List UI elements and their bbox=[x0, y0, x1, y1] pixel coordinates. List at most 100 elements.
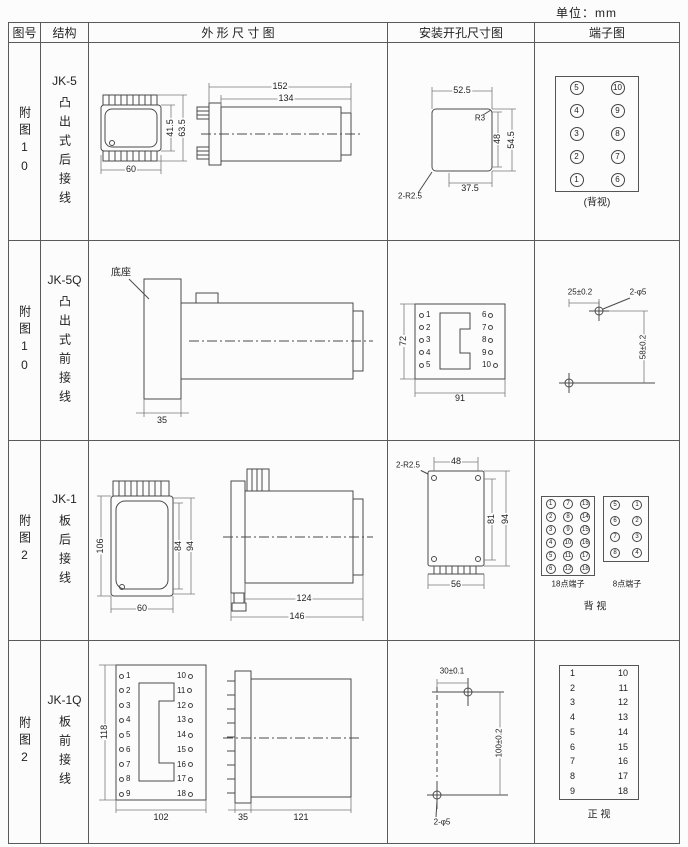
terminal-number: 5 bbox=[426, 360, 431, 369]
header-fig: 图号 bbox=[9, 23, 41, 43]
view-caption: 背 视 bbox=[582, 601, 608, 613]
terminal-dot-icon bbox=[419, 362, 424, 368]
terminal-number: 4 bbox=[426, 347, 431, 357]
terminal-number: 1 bbox=[426, 310, 431, 319]
dim-label: 152 bbox=[271, 81, 289, 92]
dim-label: 54.5 bbox=[506, 130, 517, 150]
mounting-drawing-jk5q bbox=[400, 303, 506, 397]
fig-number-jk5q: 附图10 bbox=[9, 241, 41, 441]
dim-label: 72 bbox=[398, 334, 409, 348]
terminal-dot-icon bbox=[119, 747, 124, 753]
terminal-number: 6 bbox=[610, 516, 620, 526]
terminal-item: 6 bbox=[119, 745, 130, 754]
terminal-number: 3 bbox=[126, 700, 131, 710]
structure-text: 凸出式前接线 bbox=[57, 294, 72, 409]
dim-label: 118 bbox=[99, 723, 110, 741]
dim-label: 41.5 bbox=[165, 118, 176, 138]
dim-label: 102 bbox=[152, 812, 170, 823]
terminal-number: 7 bbox=[610, 149, 625, 164]
terminal-pair-row: 9 18 bbox=[560, 787, 638, 796]
model-label: JK-1 bbox=[52, 491, 77, 506]
terminal-dot-icon bbox=[488, 312, 494, 318]
mounting-cell-jk5: 52.5 R3 48 54.5 37.5 2-R2.5 bbox=[388, 43, 535, 241]
terminal-number: 5 bbox=[545, 550, 556, 561]
terminal-item: 10 bbox=[177, 672, 193, 680]
terminal-dot-icon bbox=[119, 732, 124, 738]
terminal-item: 3 bbox=[119, 700, 131, 710]
terminal-number: 15 bbox=[177, 744, 186, 754]
terminal-cell-jk5q: 25±0.2 2-φ5 58±0.2 bbox=[535, 241, 679, 441]
dim-label: 63.5 bbox=[177, 118, 188, 138]
terminal-number: 10 bbox=[617, 667, 628, 678]
structure-text: 板后接线 bbox=[57, 513, 72, 590]
terminal-item: 3 bbox=[419, 336, 430, 344]
terminal-number: 13 bbox=[177, 715, 186, 725]
model-label: JK-5 bbox=[52, 73, 77, 88]
terminal-item: 17 bbox=[177, 775, 193, 783]
dim-label: 146 bbox=[288, 611, 306, 622]
terminal-number: 1 bbox=[569, 172, 584, 187]
dim-label: 2-R2.5 bbox=[396, 191, 424, 202]
terminal-number: 2 bbox=[126, 685, 131, 695]
fig-number-text: 附图10 bbox=[17, 304, 32, 377]
terminal-number: 18 bbox=[617, 786, 628, 796]
terminal-number: 8 bbox=[610, 126, 625, 141]
terminal-number: 17 bbox=[580, 550, 591, 561]
terminal-number: 15 bbox=[617, 741, 628, 752]
terminal-pair-row: 3 12 bbox=[560, 698, 638, 707]
terminal-dot-icon bbox=[119, 776, 124, 782]
terminal-number: 17 bbox=[177, 774, 186, 784]
terminal-number: 12 bbox=[562, 563, 573, 574]
terminal-number: 4 bbox=[126, 715, 131, 725]
dim-label: 134 bbox=[277, 93, 295, 104]
terminal-number: 1 bbox=[126, 671, 131, 680]
terminal-dot-icon bbox=[187, 673, 193, 679]
terminal-number: 3 bbox=[570, 697, 576, 708]
terminal-item: 5 bbox=[119, 731, 130, 739]
terminal-item: 7 bbox=[119, 760, 130, 769]
dim-label: 84 bbox=[173, 539, 184, 553]
outline-cell-jk5: 152 134 41.5 63.5 60 bbox=[89, 43, 388, 241]
terminal-number: 9 bbox=[570, 786, 576, 796]
terminal-item: 10 bbox=[482, 361, 498, 369]
terminal-dot-icon bbox=[187, 762, 193, 767]
terminal-number: 6 bbox=[570, 741, 576, 752]
view-caption: 正 视 bbox=[586, 809, 612, 821]
structure-jk5q: JK-5Q 凸出式前接线 bbox=[41, 241, 89, 441]
header-structure: 结构 bbox=[41, 23, 89, 43]
dim-label: 56 bbox=[449, 579, 463, 590]
terminal-number: 3 bbox=[569, 126, 584, 141]
terminal-dot-icon bbox=[419, 350, 424, 355]
outline-drawing-jk1 bbox=[97, 468, 373, 621]
terminal-number: 13 bbox=[580, 498, 591, 509]
terminal-dot-icon bbox=[419, 337, 424, 343]
terminal-pair-row: 2 11 bbox=[560, 683, 638, 693]
dim-label: 58±0.2 bbox=[638, 333, 649, 361]
structure-jk1q: JK-1Q 板前接线 bbox=[41, 641, 89, 843]
dim-label: 94 bbox=[500, 512, 511, 526]
outline-cell-jk1: 106 84 94 60 124 146 bbox=[89, 441, 388, 641]
terminal-number: 9 bbox=[126, 789, 131, 798]
dim-label: 124 bbox=[295, 593, 313, 604]
terminal-number: 3 bbox=[426, 335, 431, 344]
spec-table: 图号 结构 外 形 尺 寸 图 安装开孔尺寸图 端子图 附图10 JK-5 凸出… bbox=[8, 22, 680, 844]
fig-number-text: 附图2 bbox=[17, 514, 32, 567]
terminal-number: 12 bbox=[177, 700, 186, 710]
header-mounting: 安装开孔尺寸图 bbox=[388, 23, 535, 43]
view-caption: (背视) bbox=[582, 197, 612, 209]
terminal-dot-icon bbox=[419, 312, 424, 318]
dim-label: 48 bbox=[492, 132, 503, 146]
dim-label: R3 bbox=[473, 113, 487, 124]
dim-label: 91 bbox=[453, 393, 467, 404]
terminal-number: 8 bbox=[610, 548, 620, 558]
terminal-number: 7 bbox=[610, 532, 620, 542]
terminal-number: 8 bbox=[482, 335, 487, 344]
terminal-number: 9 bbox=[562, 524, 573, 535]
outline-drawing-jk5 bbox=[100, 83, 361, 174]
terminal-caption: 8点端子 bbox=[611, 579, 643, 590]
